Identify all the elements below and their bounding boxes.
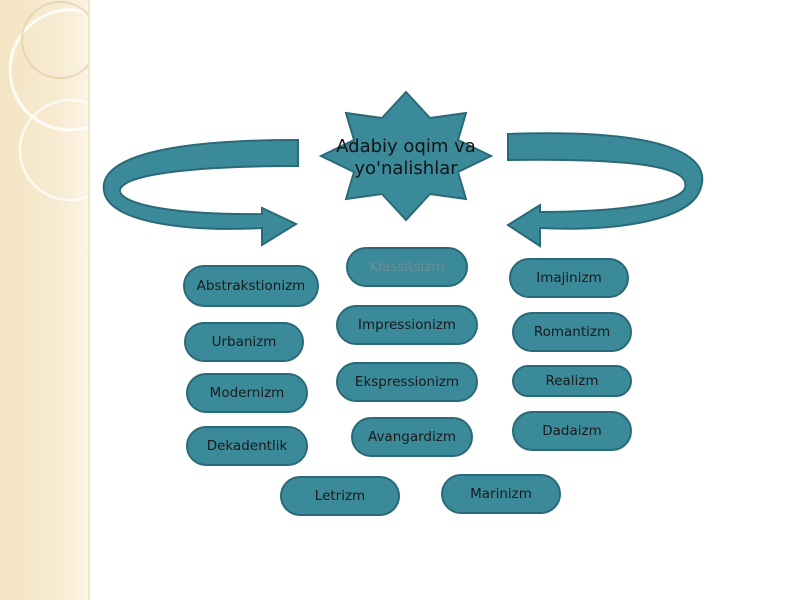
node-urbanizm: Urbanizm: [184, 322, 304, 362]
node-marinizm: Marinizm: [441, 474, 561, 514]
node-impressionizm: Impressionizm: [336, 305, 478, 345]
left-decorative-band: [0, 0, 88, 600]
right-curved-arrow: [506, 132, 704, 248]
node-ekspressionizm: Ekspressionizm: [336, 362, 478, 402]
node-letrizm: Letrizm: [280, 476, 400, 516]
node-modernizm: Modernizm: [186, 373, 308, 413]
decorative-circles: [8, 1, 88, 202]
node-dekadentlik: Dekadentlik: [186, 426, 308, 466]
node-romantizm: Romantizm: [512, 312, 632, 352]
left-curved-arrow: [102, 138, 299, 247]
band-edge: [88, 0, 91, 600]
node-avangardizm: Avangardizm: [351, 417, 473, 457]
node-imajinizm: Imajinizm: [509, 258, 629, 298]
node-realizm: Realizm: [512, 365, 632, 397]
node-abstrakstionizm: Abstrakstionizm: [183, 265, 319, 307]
center-title: Adabiy oqim va yo'nalishlar: [336, 136, 476, 179]
node-dadaizm: Dadaizm: [512, 411, 632, 451]
center-star-shape: [318, 90, 494, 222]
node-klassitsizm: Klassitsizm: [346, 247, 468, 287]
